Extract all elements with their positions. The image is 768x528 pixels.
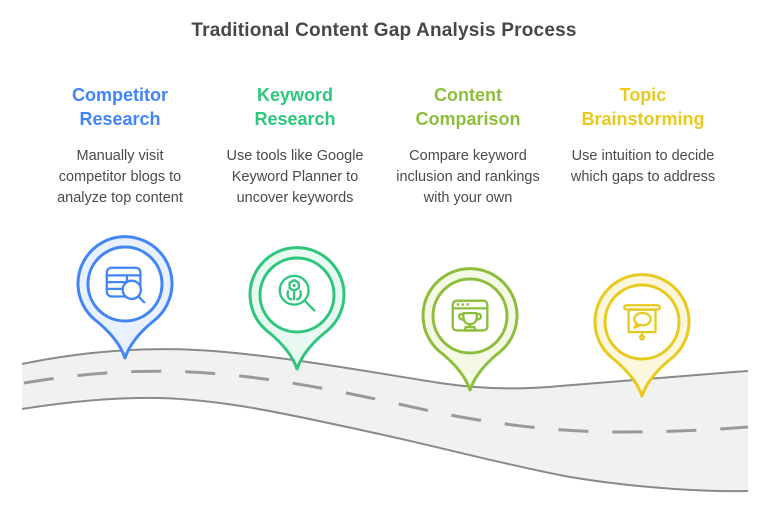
step-heading: Competitor Research <box>72 85 168 129</box>
step-description: Use intuition to decide which gaps to ad… <box>570 147 716 185</box>
step-column-competitor-research: Competitor Research Manually visit compe… <box>43 84 197 209</box>
step-heading: Keyword Research <box>254 85 336 129</box>
pin-inner-circle <box>431 277 509 355</box>
road-center-line <box>23 369 749 434</box>
road-surface <box>22 349 748 492</box>
step-heading: Topic Brainstorming <box>581 85 705 129</box>
step-heading: Content Comparison <box>415 85 521 129</box>
step-column-content-comparison: Content Comparison Compare keyword inclu… <box>391 84 545 209</box>
map-pin-competitor-research <box>76 235 174 360</box>
map-pin-keyword-research <box>248 246 346 371</box>
step-description: Compare keyword inclusion and rankings w… <box>396 147 540 206</box>
pin-inner-circle <box>258 256 336 334</box>
step-description: Use tools like Google Keyword Planner to… <box>226 147 364 206</box>
map-pin-topic-brainstorming <box>593 273 691 398</box>
map-pin-content-comparison <box>421 267 519 392</box>
step-column-topic-brainstorming: Topic Brainstorming Use intuition to dec… <box>566 84 720 188</box>
table-search-icon <box>105 266 146 304</box>
robot-magnifier-icon <box>278 274 316 312</box>
road-bottom-edge <box>21 396 749 493</box>
trophy-window-icon <box>451 299 489 332</box>
pin-inner-circle <box>603 283 681 361</box>
step-description: Manually visit competitor blogs to analy… <box>57 147 183 206</box>
road-top-edge <box>21 348 749 390</box>
step-column-keyword-research: Keyword Research Use tools like Google K… <box>218 84 372 209</box>
presentation-chat-icon <box>623 304 661 341</box>
page-title: Traditional Content Gap Analysis Process <box>191 20 577 41</box>
